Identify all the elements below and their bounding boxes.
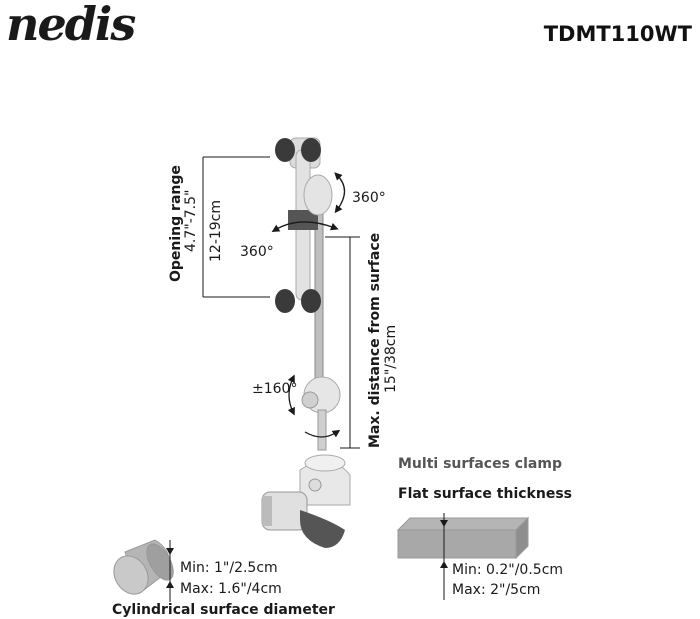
- flat-surface-block: [396, 516, 530, 560]
- multi-surface-label: Multi surfaces clamp: [398, 456, 562, 472]
- tilt-label: ±160°: [252, 381, 297, 397]
- rotation-mid-label: 360°: [240, 244, 274, 260]
- opening-range-title: Opening range: [168, 165, 184, 282]
- rotation-top-label: 360°: [352, 190, 386, 206]
- base-rotation-arrow: [304, 429, 341, 438]
- tilt-arrow: [287, 374, 295, 416]
- cylindrical-min: Min: 1"/2.5cm: [180, 560, 278, 576]
- cylinder-illustration: [113, 539, 174, 595]
- flat-surface-title: Flat surface thickness: [398, 486, 572, 502]
- cylindrical-title: Cylindrical surface diameter: [112, 602, 335, 618]
- flat-surface-max: Max: 2"/5cm: [452, 582, 540, 598]
- svg-text:nedis: nedis: [6, 0, 135, 51]
- max-distance-value: 15"/38cm: [383, 325, 399, 393]
- phone-holder-illustration: [261, 137, 351, 548]
- rotation-top-arrow: [334, 172, 346, 214]
- max-distance-title: Max. distance from surface: [367, 233, 383, 448]
- opening-range-cm: 12-19cm: [208, 200, 224, 262]
- model-number: TDMT110WT: [543, 22, 692, 46]
- cylindrical-max: Max: 1.6"/4cm: [180, 581, 282, 597]
- opening-range-inches: 4.7"-7.5": [183, 190, 199, 252]
- nedis-logo: nedis: [6, 0, 137, 51]
- flat-surface-min: Min: 0.2"/0.5cm: [452, 562, 563, 578]
- rotation-mid-arrow: [271, 221, 339, 233]
